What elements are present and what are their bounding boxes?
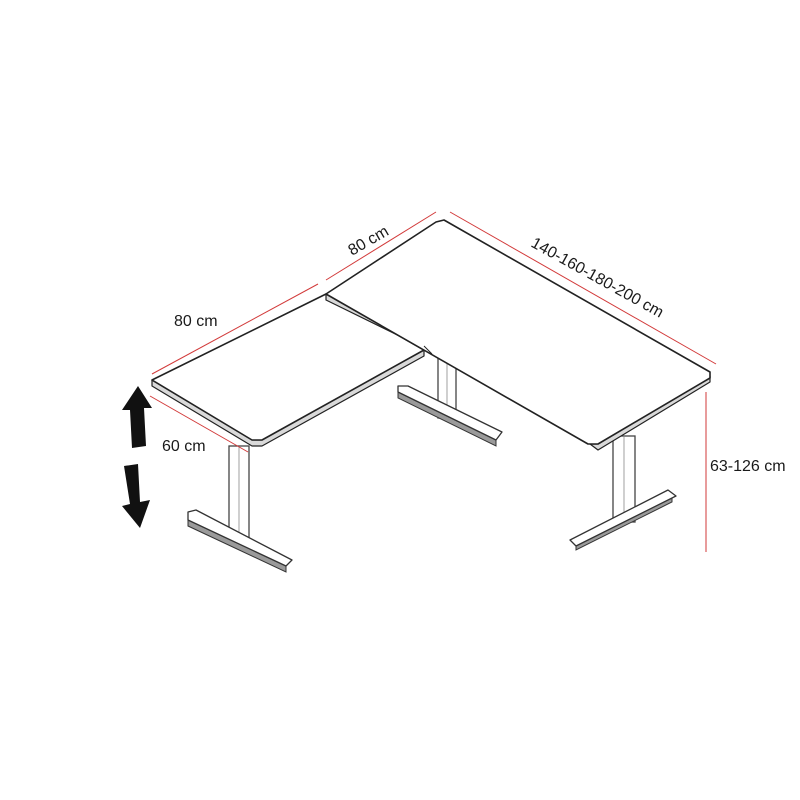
- dimline-return-depth: [149, 395, 249, 453]
- return-tabletop: [151, 293, 425, 447]
- label-return-depth: 60 cm: [162, 438, 206, 455]
- dimline-return-length: [151, 283, 319, 375]
- arrow-up-icon: [122, 386, 152, 448]
- dimline-main-length: [449, 211, 717, 365]
- label-return-length: 80 cm: [174, 313, 218, 330]
- leg-left: [187, 445, 293, 573]
- leg-right: [569, 435, 677, 551]
- dimline-top-depth: [325, 211, 437, 281]
- arrow-down-icon: [122, 464, 150, 528]
- main-tabletop: [325, 219, 711, 451]
- leg-center: [397, 355, 503, 447]
- label-height-range: 63-126 cm: [710, 458, 786, 475]
